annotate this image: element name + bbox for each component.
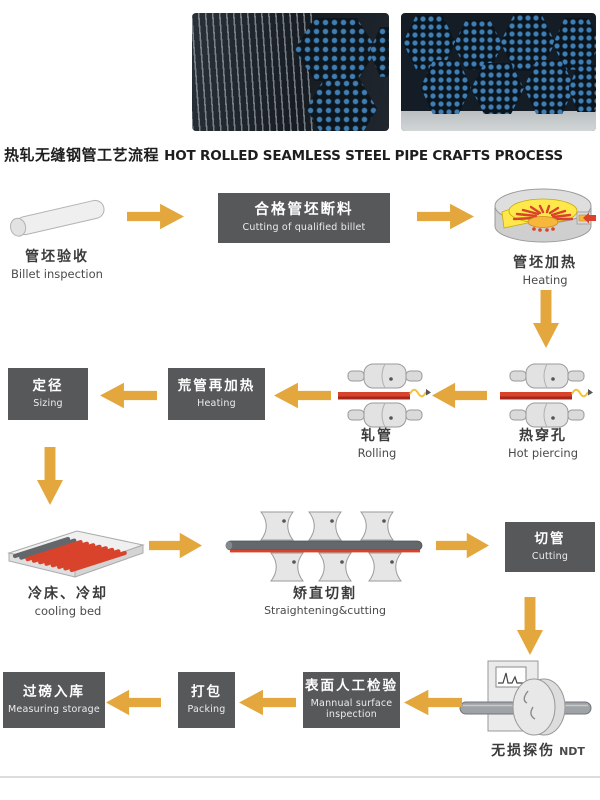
- box-label-zh: 合格管坯断料: [254, 202, 354, 219]
- furnace-icon: [494, 188, 596, 243]
- box-label-zh: 打包: [191, 684, 222, 701]
- label-en: Billet inspection: [11, 267, 103, 281]
- cooling-bed-icon: [7, 530, 145, 578]
- box-measuring-storage: 过磅入库 Measuring storage: [3, 672, 105, 728]
- page-title-zh: 热轧无缝钢管工艺流程: [4, 146, 160, 164]
- pipe-bundle-hex: [523, 60, 575, 115]
- label-zh: 冷床、冷却: [28, 586, 108, 602]
- box-pipe-cutting: 切管 Cutting: [505, 522, 595, 572]
- warehouse-floor: [401, 110, 596, 131]
- label-en: Rolling: [357, 446, 397, 460]
- box-billet-cutting: 合格管坯断料 Cutting of qualified billet: [218, 193, 390, 243]
- box-label-en: Measuring storage: [8, 703, 100, 715]
- label-en: cooling bed: [34, 604, 102, 618]
- arrow-cutting-to-heating: [417, 203, 474, 230]
- step-label-hot-piercing: 热穿孔 Hot piercing: [508, 425, 578, 460]
- label-en: Hot piercing: [508, 446, 578, 460]
- label-zh: 管坯加热: [513, 255, 577, 271]
- arrow-straightening-to-cutting: [436, 532, 489, 559]
- pipe-bundle-hex: [568, 64, 596, 113]
- arrow-piercing-to-rolling: [432, 382, 487, 409]
- box-label-zh: 切管: [534, 531, 566, 548]
- label-en: Straightening&cutting: [264, 604, 386, 617]
- step-label-billet-inspection: 管坯验收 Billet inspection: [11, 246, 103, 281]
- step-label-rolling: 轧管 Rolling: [358, 425, 397, 460]
- box-manual-inspection: 表面人工检验 Mannual surface inspection: [303, 672, 400, 728]
- ndt-machine-icon: [459, 660, 592, 736]
- arrow-ndt-to-inspection: [404, 689, 462, 716]
- pipe-bundle-hex: [453, 20, 503, 70]
- label-zh: 管坯验收: [24, 249, 89, 265]
- box-reheating: 荒管再加热 Heating: [168, 368, 265, 420]
- step-label-billet-heating: 管坯加热 Heating: [513, 252, 577, 287]
- arrow-cooling-to-straightening: [149, 532, 202, 559]
- arrow-heating-to-piercing: [533, 290, 559, 348]
- step-label-cooling-bed: 冷床、冷却 cooling bed: [28, 583, 108, 618]
- page-title: 热轧无缝钢管工艺流程 HOT ROLLED SEAMLESS STEEL PIP…: [4, 144, 598, 165]
- label-en: Heating: [522, 273, 568, 287]
- arrow-rolling-to-reheating: [274, 382, 331, 409]
- box-label-en: Mannual surface inspection: [310, 697, 393, 721]
- box-label-en: Cutting: [531, 550, 569, 562]
- box-packing: 打包 Packing: [178, 672, 235, 728]
- box-label-zh: 表面人工检验: [305, 678, 398, 695]
- arrow-inspection-to-packing: [239, 689, 296, 716]
- rolling-mill-icon: [338, 363, 431, 428]
- arrow-packing-to-storage: [106, 689, 161, 716]
- page-title-en: HOT ROLLED SEAMLESS STEEL PIPE CRAFTS PR…: [164, 148, 563, 164]
- box-label-en: Sizing: [33, 397, 63, 409]
- box-label-zh: 荒管再加热: [177, 378, 256, 395]
- box-label-en: Heating: [197, 397, 236, 409]
- arrow-cutting-to-ndt: [517, 597, 543, 655]
- steel-pipes-photo-left: [192, 13, 389, 131]
- label-zh: 无损探伤: [491, 743, 556, 759]
- pipe-bundle-hex: [306, 79, 378, 131]
- box-label-en: Cutting of qualified billet: [242, 222, 366, 234]
- label-en: NDT: [559, 745, 585, 758]
- pipe-side-stripes: [192, 13, 315, 131]
- piercing-mill-icon: [500, 363, 593, 428]
- label-zh: 矫直切割: [293, 586, 357, 602]
- box-label-en: Packing: [187, 703, 226, 715]
- arrow-reheating-to-sizing: [100, 382, 157, 409]
- pipe-bundle-hex: [369, 27, 389, 77]
- box-sizing: 定径 Sizing: [8, 368, 88, 420]
- bottom-divider: [0, 776, 600, 778]
- label-zh: 热穿孔: [519, 428, 567, 444]
- label-zh: 轧管: [361, 428, 393, 444]
- straightening-machine-icon: [225, 511, 423, 582]
- step-label-straightening: 矫直切割 Straightening&cutting: [264, 583, 386, 617]
- arrow-sizing-to-cooling: [37, 447, 63, 505]
- box-label-zh: 过磅入库: [23, 684, 85, 701]
- billet-icon: [9, 199, 105, 237]
- box-label-zh: 定径: [32, 378, 64, 395]
- arrow-billet-to-cutting: [127, 203, 184, 230]
- steel-pipes-photo-right: [401, 13, 596, 131]
